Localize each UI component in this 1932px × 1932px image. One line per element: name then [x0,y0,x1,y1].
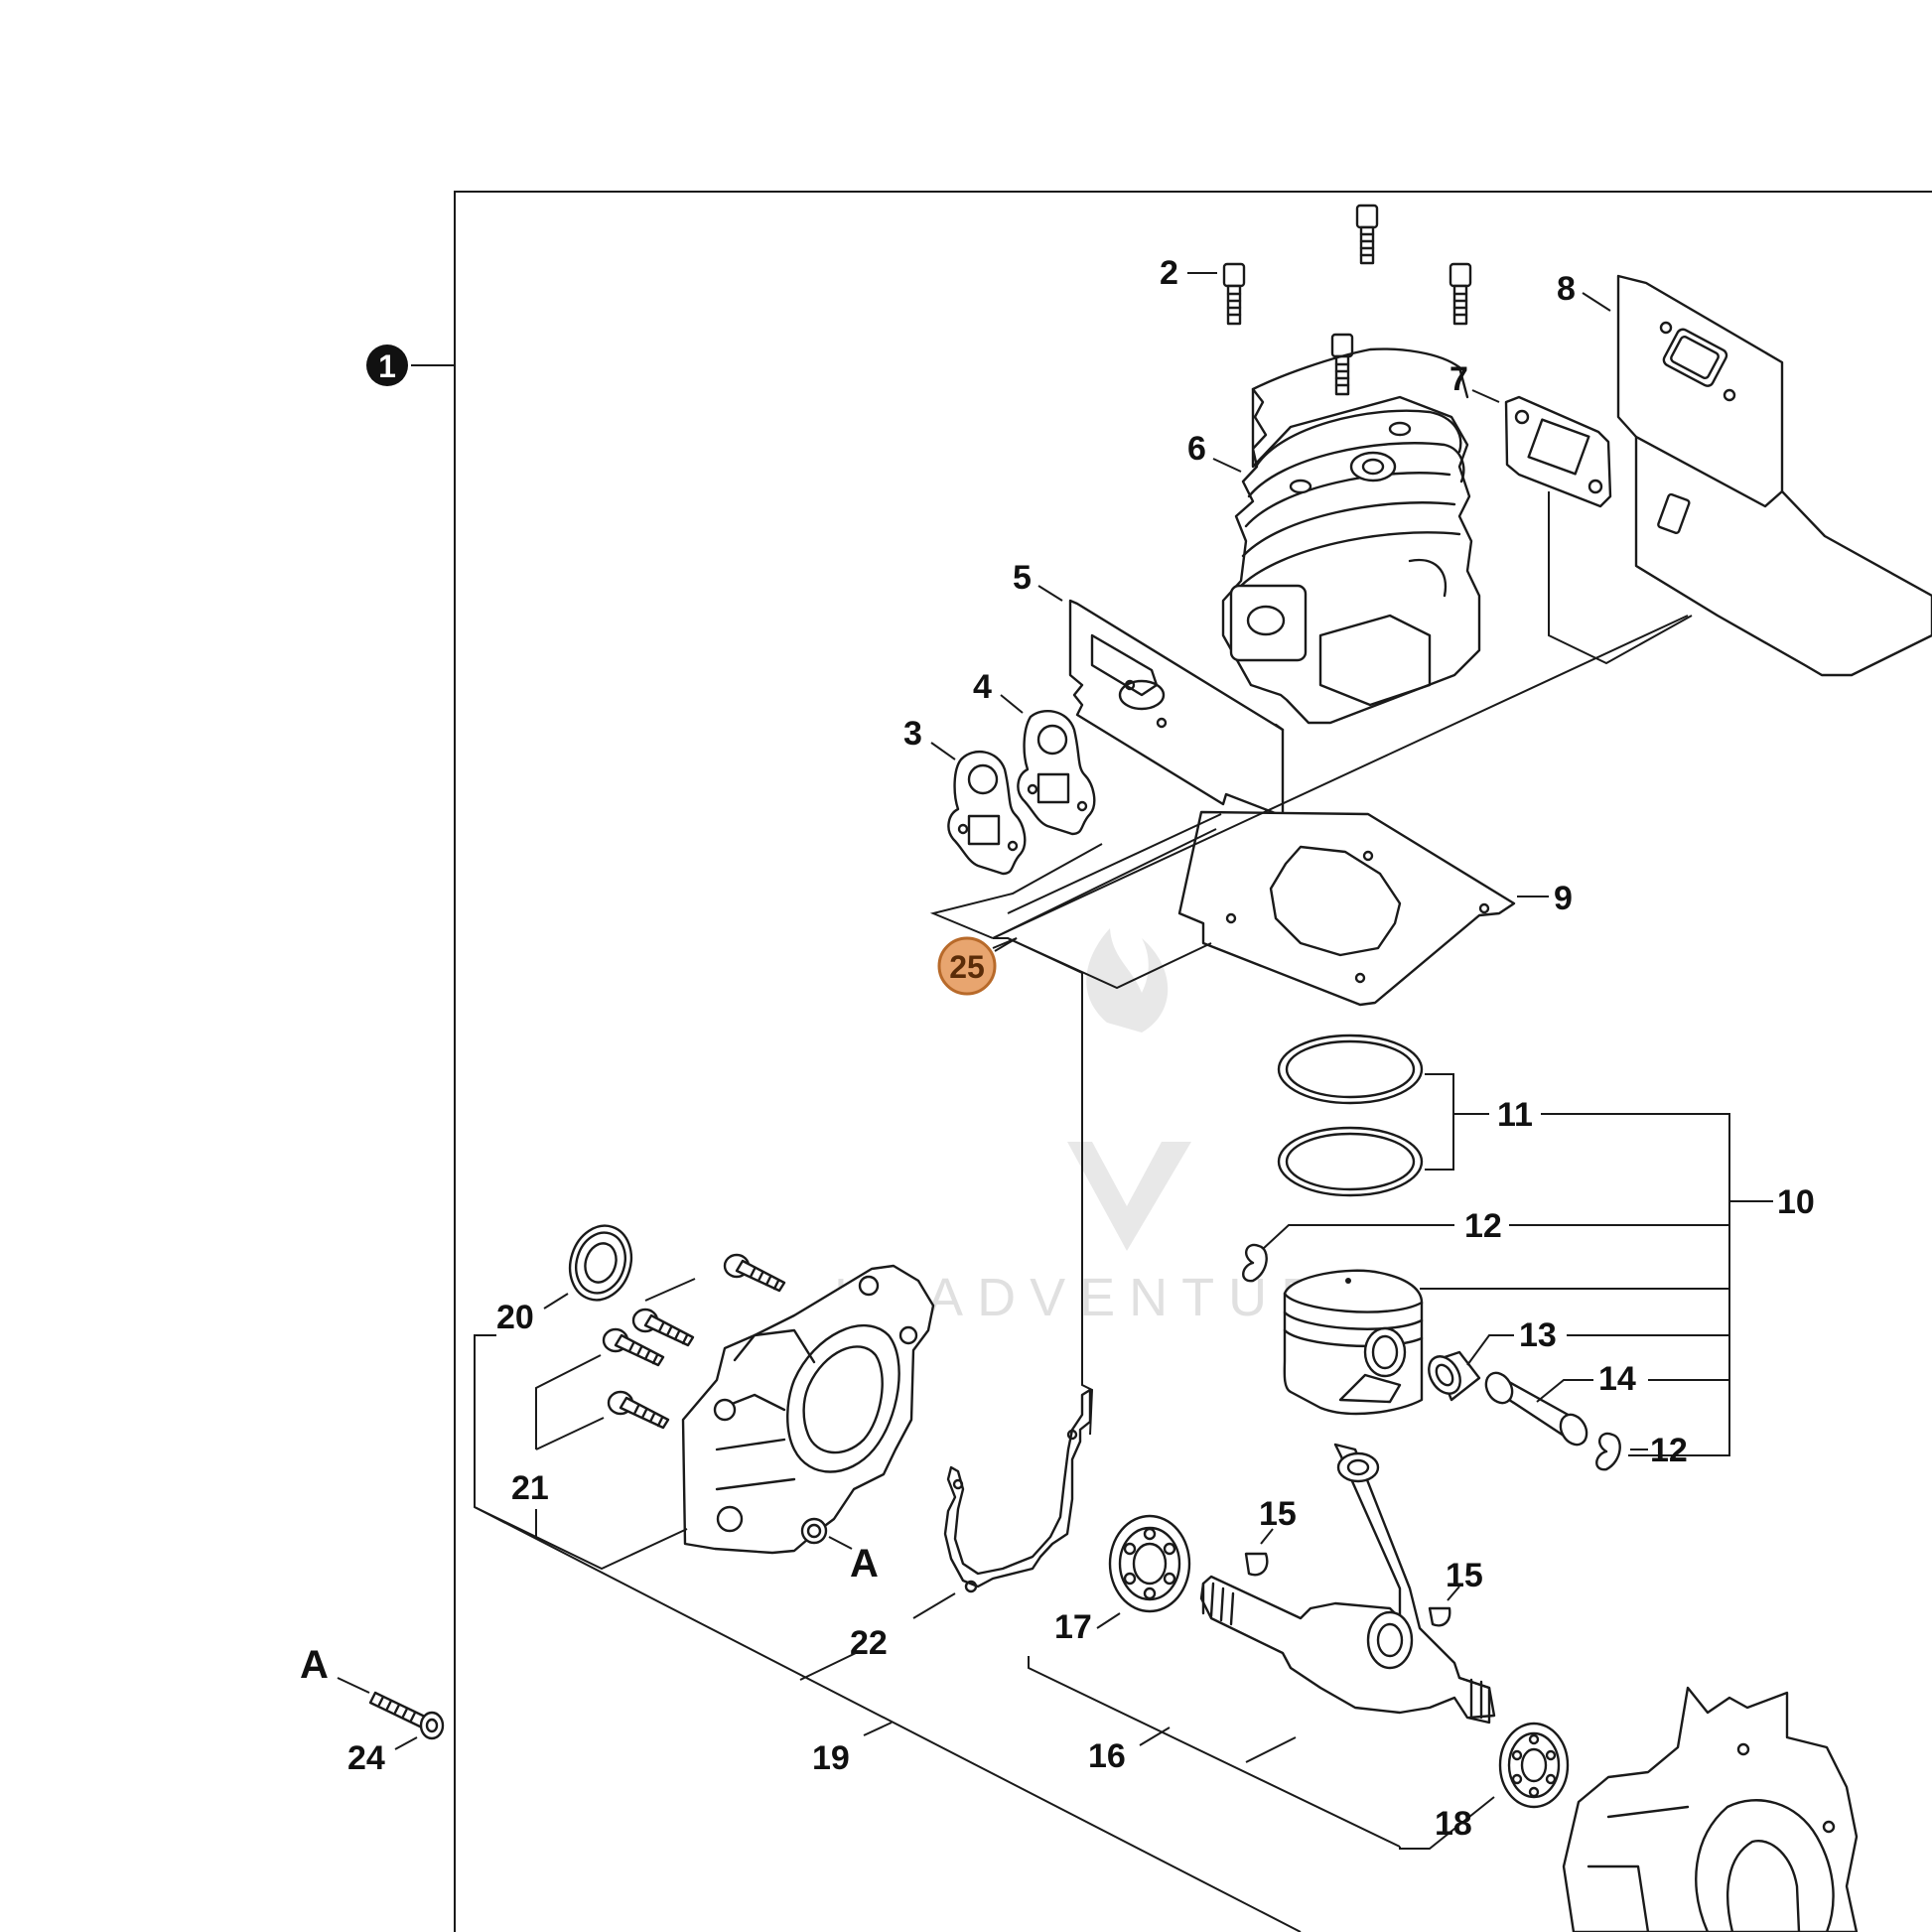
woodruff-key-lower-part[interactable] [1428,1606,1451,1627]
crankcase-screw-part[interactable] [602,1327,665,1367]
piston-ring-upper-part[interactable] [1277,1034,1424,1105]
callout-16[interactable]: 16 [1088,1737,1126,1775]
callout-2[interactable]: 2 [1160,254,1178,292]
cylinder-screw-part[interactable] [1355,204,1379,265]
callout-3[interactable]: 3 [903,715,922,753]
leader-22 [912,1592,956,1619]
callout-11[interactable]: 11 [1497,1096,1533,1134]
cylinder-screw-part[interactable] [1449,262,1472,326]
piston-circlip-upper-part[interactable] [1242,1243,1268,1283]
crankcase-screw-part[interactable] [631,1308,695,1347]
cylinder-screw-part[interactable] [1222,262,1246,326]
crankcase-mount-screw-part[interactable] [368,1691,445,1740]
heat-shield-part[interactable] [1616,274,1932,677]
leader-16-link [1245,1736,1297,1763]
leader-7 [1471,389,1500,403]
crankshaft-bearing-right-part[interactable] [1498,1722,1570,1809]
callout-4[interactable]: 4 [973,668,992,706]
assembly-bracket [454,191,1932,1932]
leader-15a [1260,1528,1274,1545]
carburetor-gasket-4-part[interactable] [1017,709,1096,836]
crankshaft-bearing-left-part[interactable] [1108,1514,1191,1613]
leader-19 [863,1722,893,1736]
leader-20-group [474,1334,688,1571]
crankcase-right-part[interactable] [1562,1686,1859,1932]
highlight-circle [937,936,997,996]
woodruff-key-upper-part[interactable] [1244,1552,1269,1577]
leader-13 [1466,1334,1514,1366]
callout-18[interactable]: 18 [1435,1805,1472,1843]
leader-24 [394,1736,418,1750]
exhaust-gasket-part[interactable] [1504,395,1612,508]
gasket-set-badge[interactable]: 25 [937,936,997,996]
watermark-logo [1067,928,1191,1251]
callout-12-upper[interactable]: 12 [1464,1207,1502,1245]
leader-3 [930,742,956,760]
callout-12-lower[interactable]: 12 [1650,1432,1688,1469]
leader-11 [1425,1073,1454,1171]
callout-8[interactable]: 8 [1557,270,1576,308]
leader-15b [1447,1586,1460,1601]
carburetor-gasket-3-part[interactable] [947,751,1027,876]
leader-21-a [535,1354,602,1449]
crankshaft-part[interactable] [1199,1443,1496,1725]
cylinder-screw-part[interactable] [1330,333,1354,396]
callout-7[interactable]: 7 [1449,360,1468,398]
leader-5 [1037,585,1063,602]
callout-9[interactable]: 9 [1554,880,1573,917]
crankcase-screw-part[interactable] [607,1390,670,1430]
assembly-badge-label: 1 [378,348,396,384]
leader-19-group [474,1506,1302,1932]
callout-22[interactable]: 22 [850,1624,888,1662]
callout-15-lower[interactable]: 15 [1446,1557,1483,1594]
gasket-set-badge-label: 25 [949,949,985,985]
intake-gasket-part[interactable] [1068,599,1285,818]
callout-24[interactable]: 24 [347,1739,385,1777]
leader-16-group [1028,1656,1401,1848]
leader-16 [1139,1726,1171,1746]
crankcase-gasket-part[interactable] [943,1388,1092,1593]
callout-21[interactable]: 21 [511,1469,549,1507]
callout-6[interactable]: 6 [1187,430,1206,468]
callout-17[interactable]: 17 [1054,1608,1092,1646]
leader-25 [994,937,1018,952]
leader-a-screw [337,1677,370,1694]
leader-6 [1212,458,1242,473]
piston-circlip-lower-part[interactable] [1595,1432,1621,1471]
leader-22-group [799,1652,857,1681]
piston-part[interactable] [1283,1269,1424,1416]
leader-20 [543,1293,569,1310]
leader-21-group [644,1278,696,1302]
assembly-badge[interactable]: 1 [366,345,408,386]
leader-8-mount [1548,491,1693,665]
leader-8 [1582,292,1611,312]
callout-15-upper[interactable]: 15 [1259,1495,1297,1533]
leader-18 [1399,1796,1495,1850]
callout-5[interactable]: 5 [1013,559,1032,597]
leader-17 [1096,1612,1121,1629]
leader-10-group [1541,1113,1730,1456]
crankcase-left-part[interactable] [681,1264,935,1555]
callout-13[interactable]: 13 [1519,1316,1557,1354]
callout-19[interactable]: 19 [812,1739,850,1777]
callout-20[interactable]: 20 [496,1299,534,1336]
leader-14 [1536,1379,1593,1403]
callout-10[interactable]: 10 [1777,1183,1815,1221]
leader-4 [1000,694,1024,714]
ref-a-screw[interactable]: A [300,1643,329,1687]
ref-a-crankcase[interactable]: A [850,1542,879,1586]
cylinder-part[interactable] [1221,347,1481,725]
leader-21-b [535,1417,605,1450]
shaft-seal-part[interactable] [561,1218,641,1309]
leader-a-crankcase [828,1536,853,1550]
piston-pin-part[interactable] [1481,1368,1592,1449]
callout-14[interactable]: 14 [1598,1360,1636,1398]
needle-cage-part[interactable] [1423,1350,1481,1402]
leader-12a-ring [1262,1224,1454,1250]
base-gasket-part[interactable] [1177,810,1516,1007]
crankcase-screw-part[interactable] [723,1253,786,1293]
piston-ring-lower-part[interactable] [1277,1126,1424,1197]
